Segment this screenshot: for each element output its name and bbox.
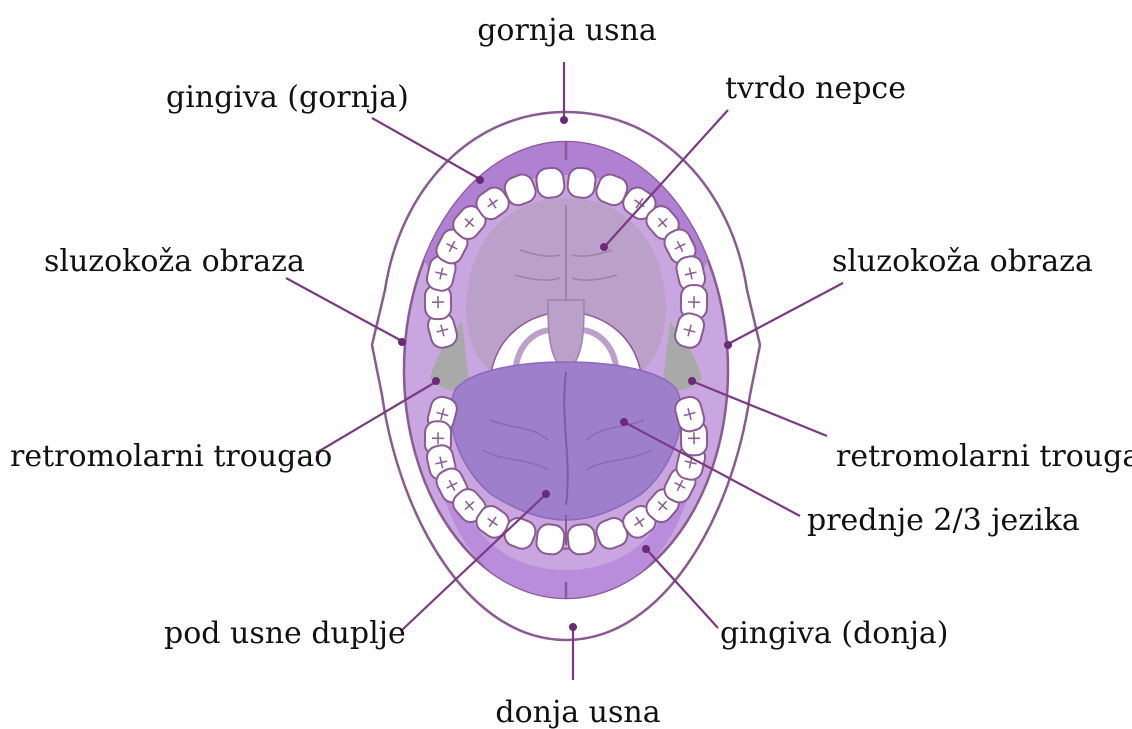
label-anterior-tongue: prednje 2/3 jezika (807, 503, 1080, 538)
lower-tooth (566, 523, 596, 556)
label-buccal-right: sluzokoža obraza (832, 244, 1093, 279)
label-hard-palate: tvrdo nepce (725, 71, 906, 106)
dot-upper-lip (560, 116, 568, 124)
dot-retromolar-right (688, 377, 696, 385)
dot-hard-palate (600, 243, 608, 251)
label-floor: pod usne duplje (164, 616, 406, 651)
dot-lower-gingiva (642, 545, 650, 553)
upper-tooth (535, 167, 565, 200)
label-buccal-left: sluzokoža obraza (44, 244, 305, 279)
upper-tooth (566, 167, 596, 200)
label-lower-lip: donja usna (495, 695, 660, 729)
lower-tooth (535, 523, 565, 556)
label-retromolar-right: retromolarni trougao (836, 439, 1132, 474)
label-upper-gingiva: gingiva (gornja) (166, 80, 409, 115)
dot-buccal-left (398, 338, 406, 346)
dot-buccal-right (724, 341, 732, 349)
label-upper-lip: gornja usna (477, 13, 657, 48)
dot-upper-gingiva (476, 176, 484, 184)
dot-anterior-tongue (620, 418, 628, 426)
dot-retromolar-left (432, 377, 440, 385)
dot-lower-lip (569, 623, 577, 631)
label-lower-gingiva: gingiva (donja) (720, 616, 948, 651)
dot-floor (542, 490, 550, 498)
label-retromolar-left: retromolarni trougao (10, 439, 332, 474)
